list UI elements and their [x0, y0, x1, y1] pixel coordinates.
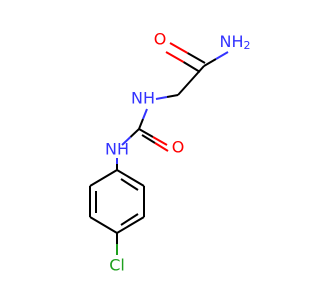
- urea-oxygen-label: O: [172, 138, 185, 157]
- bond-nitrogen-urea-carbon: [138, 108, 148, 130]
- amide-nitrogen-subscript: 2: [244, 39, 251, 52]
- bond-urea-carbon-aryl-nitrogen: [121, 128, 140, 146]
- amide-nitrogen-label: NH2: [220, 32, 251, 52]
- amide-nitrogen-text: NH: [220, 32, 244, 51]
- glycine-nitrogen-label: NH: [131, 89, 155, 108]
- aryl-nitrogen-label: NH: [105, 140, 129, 159]
- bond-methylene-nitrogen: [155, 94, 179, 100]
- bond-amide-nitrogen: [203, 51, 229, 67]
- bond-amide-carbonyl: [165, 42, 206, 73]
- bond-amide-carbon-methylene: [177, 65, 205, 96]
- bond-urea-carbonyl: [138, 128, 169, 152]
- benzene-ring: [89, 169, 145, 234]
- molecule-structure: O NH2 NH O NH Cl: [89, 30, 251, 275]
- amide-oxygen-label: O: [154, 30, 167, 49]
- chlorine-label: Cl: [109, 256, 125, 275]
